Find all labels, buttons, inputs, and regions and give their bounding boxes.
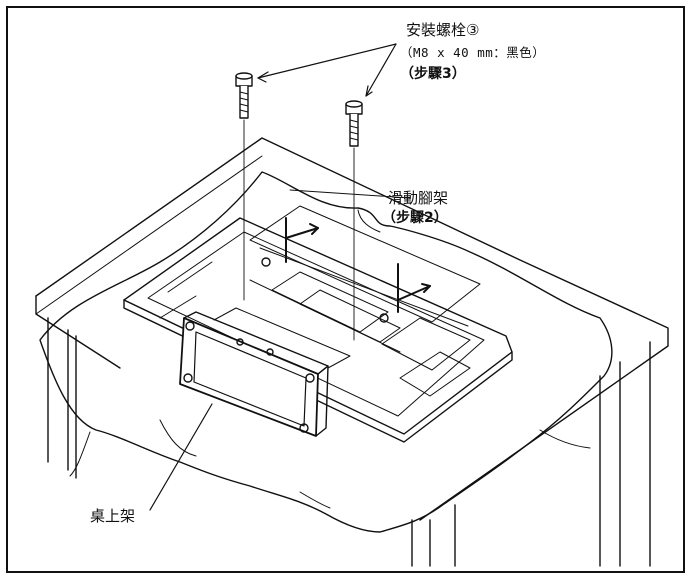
bolt-label: 安裝螺栓③: [406, 21, 480, 39]
slide-stand-step-label: （步驟2）: [382, 210, 448, 226]
leader-lines: [149, 43, 411, 511]
slide-arrows: [285, 217, 431, 313]
desk-stand-label: 桌上架: [90, 507, 136, 525]
table: [35, 137, 669, 567]
desk-stand: [179, 307, 351, 437]
slide-stand-label: 滑動腳架: [388, 189, 449, 207]
tv-panel: [123, 205, 513, 443]
bolt-right: [345, 100, 363, 341]
bolt-left: [235, 72, 253, 301]
bolt-spec-label: （M8 x 40 mm：黑色）: [400, 45, 546, 60]
cloth: [39, 171, 613, 533]
bolt-step-label: （步驟3）: [400, 66, 466, 82]
